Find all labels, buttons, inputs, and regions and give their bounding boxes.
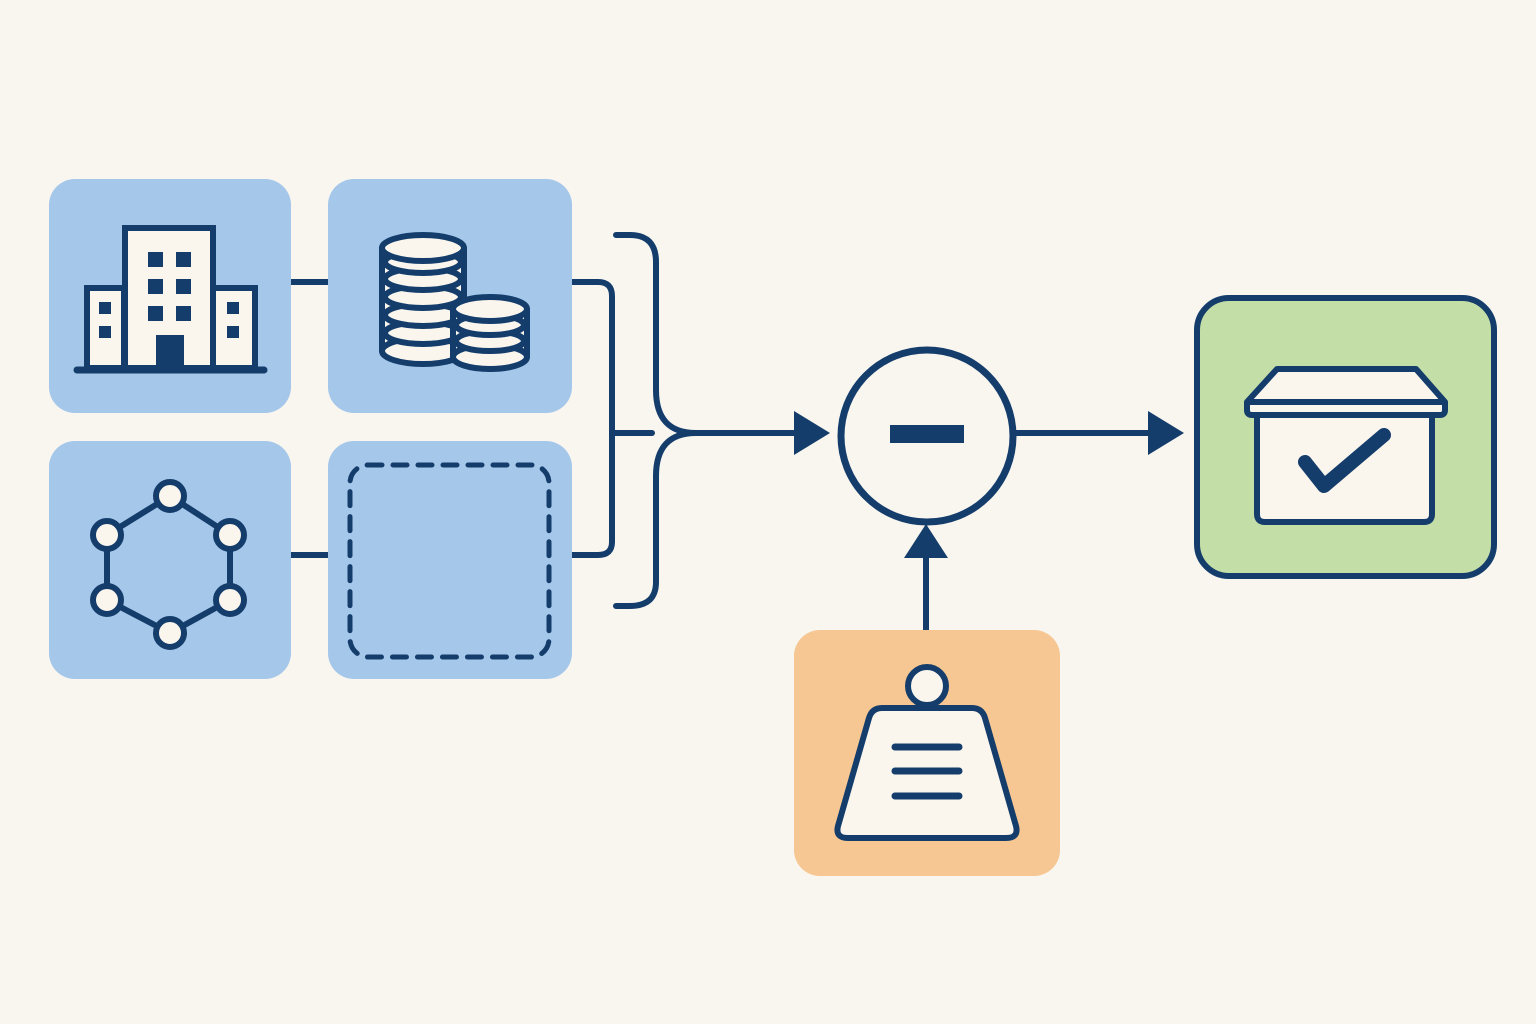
result-tile bbox=[1194, 295, 1497, 579]
empty-tile-bg bbox=[328, 441, 572, 679]
building-tile bbox=[49, 179, 291, 413]
subtract-operator bbox=[837, 346, 1017, 526]
coins-tile bbox=[328, 179, 572, 413]
connectors bbox=[287, 232, 1155, 633]
hexagon-network-icon bbox=[90, 479, 247, 650]
outer-curly-brace bbox=[613, 232, 699, 609]
inner-bracket bbox=[569, 279, 615, 558]
checked-box-icon bbox=[1244, 366, 1448, 525]
arrowhead-to-operator bbox=[794, 411, 830, 455]
dashed-placeholder-icon bbox=[347, 462, 552, 660]
empty-tile bbox=[328, 441, 572, 679]
weight-icon bbox=[834, 664, 1020, 841]
arrowhead-to-result bbox=[1148, 411, 1184, 455]
weight-tile bbox=[794, 630, 1060, 876]
arrowhead-up-to-operator bbox=[904, 524, 948, 558]
network-tile-bg bbox=[49, 441, 291, 679]
minus-icon bbox=[890, 425, 964, 443]
arrowheads bbox=[794, 411, 1184, 558]
network-tile bbox=[49, 441, 291, 679]
coin-stacks-icon bbox=[379, 232, 530, 372]
office-building-icon bbox=[73, 225, 268, 374]
